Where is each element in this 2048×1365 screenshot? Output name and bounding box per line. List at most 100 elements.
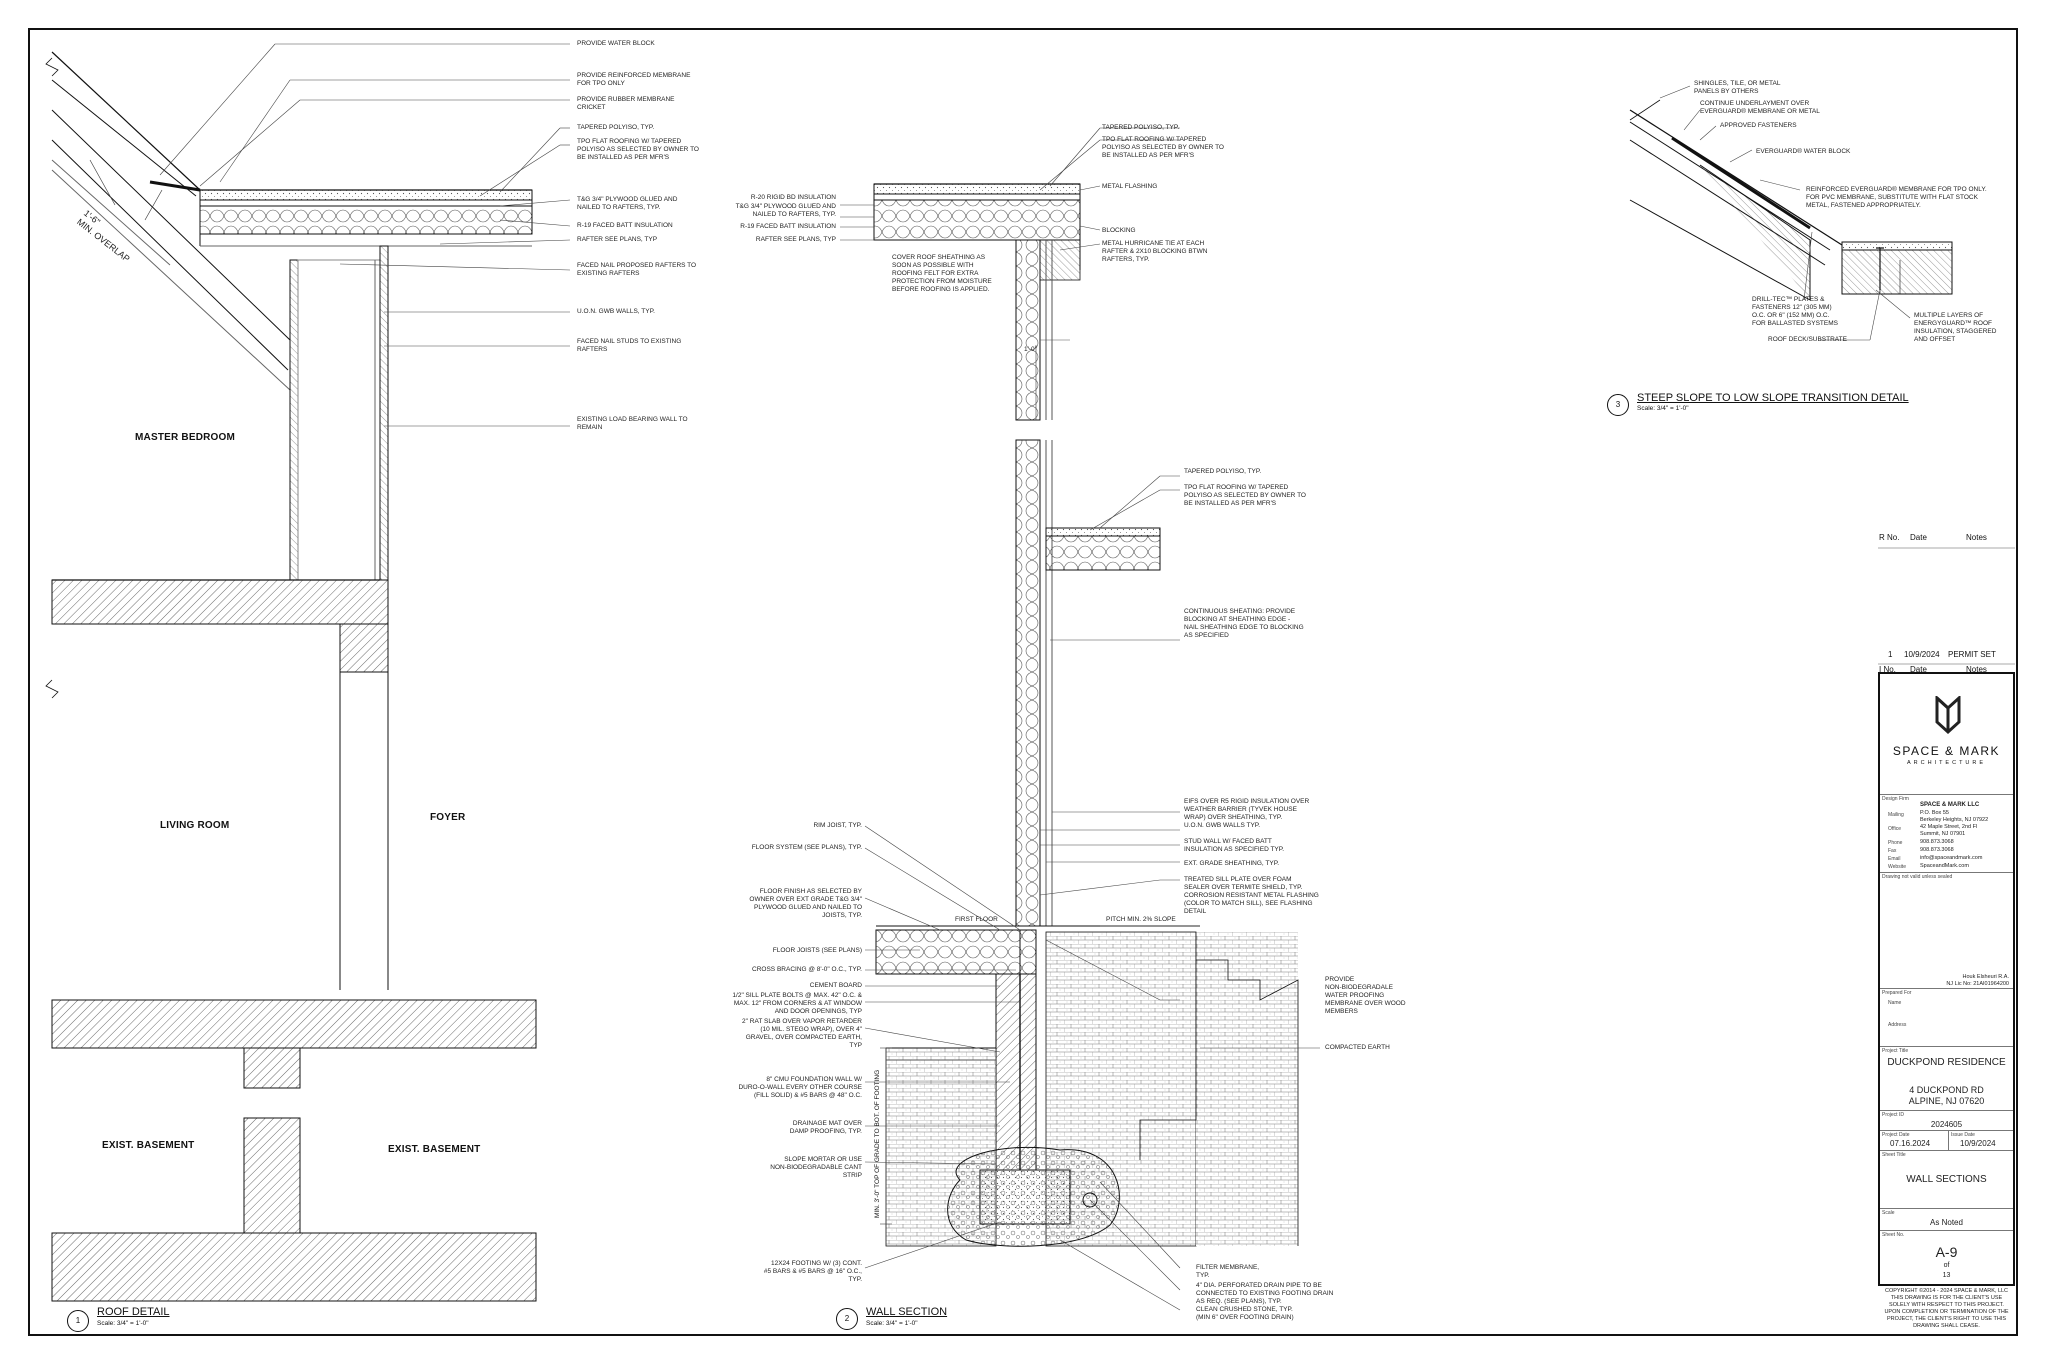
revision-header-date: Date	[1910, 533, 1927, 542]
roof-note: FACED NAIL PROPOSED RAFTERS TO EXISTING …	[577, 262, 697, 277]
steep-note: DRILL-TEC™ PLATES & FASTENERS 12" (305 m…	[1752, 296, 1838, 327]
drawing-valid-note: Drawing not valid unless sealed	[1882, 874, 1953, 880]
roof-note: RAFTER SEE PLANS, TYP	[577, 236, 658, 243]
firm-logo	[1935, 696, 1961, 735]
revision-entry-no: 1	[1888, 650, 1893, 659]
room-basement-right: EXIST. BASEMENT	[388, 1144, 481, 1155]
website[interactable]: SpaceandMark.com	[1920, 863, 1969, 869]
wall-note: TPO FLAT ROOFING W/ TAPERED POLYISO AS S…	[1102, 136, 1224, 159]
wall-note: 8" CMU FOUNDATION WALL W/ DURO-O-WALL EV…	[738, 1076, 862, 1099]
project-id-label: Project ID	[1882, 1112, 1904, 1118]
fax-number: 908.873.3068	[1920, 847, 1954, 853]
steep-note: MULTIPLE LAYERS OF ENERGYGUARD™ ROOF INS…	[1914, 312, 1997, 343]
wall-note: BLOCKING	[1102, 227, 1136, 234]
wall-note: FLOOR FINISH AS SELECTED BY OWNER OVER E…	[749, 888, 862, 919]
roof-note: FACED NAIL STUDS TO EXISTING RAFTERS	[577, 338, 682, 353]
firm-name: SPACE & MARK	[1892, 744, 2001, 758]
project-address: 4 DUCKPOND RD ALPINE, NJ 07620	[1908, 1085, 1985, 1106]
phone-label: Phone	[1888, 840, 1903, 846]
wall-note: 1/2" SILL PLATE BOLTS @ MAX. 42" O.C. & …	[732, 992, 862, 1015]
room-foyer: FOYER	[430, 812, 466, 823]
revision-lines	[1878, 547, 2015, 665]
email-address[interactable]: info@spaceandmark.com	[1920, 855, 1983, 861]
pitch-label: PITCH MIN. 2% SLOPE	[1106, 916, 1176, 923]
first-floor-label: FIRST FLOOR	[955, 916, 998, 923]
wall-section-drawing	[840, 127, 1320, 1311]
wall-note: RAFTER SEE PLANS, TYP	[755, 236, 836, 243]
wall-note: 4" DIA. PERFORATED DRAIN PIPE TO BE CONN…	[1196, 1282, 1334, 1305]
firm-legal-name: SPACE & MARK LLC	[1920, 802, 1980, 808]
address-label: Address	[1888, 1022, 1907, 1028]
wall-note: RIM JOIST, TYP.	[813, 822, 862, 829]
detail-title-roof: ROOF DETAIL	[97, 1306, 170, 1318]
revision-entry-notes: PERMIT SET	[1948, 650, 1996, 659]
sheet-title: WALL SECTIONS	[1906, 1174, 1987, 1185]
roof-detail-drawing	[45, 43, 571, 1302]
website-label: Website	[1888, 864, 1906, 870]
wall-note: METAL HURRICANE TIE AT EACH RAFTER & 2X1…	[1102, 240, 1208, 263]
scale-label: Scale	[1882, 1210, 1895, 1216]
steep-note: EVERGUARD® WATER BLOCK	[1756, 148, 1851, 155]
wall-note: METAL FLASHING	[1102, 183, 1158, 190]
scale-value: As Noted	[1930, 1218, 1963, 1227]
wall-note: 12X24 FOOTING W/ (3) CONT. #5 BARS & #5 …	[763, 1260, 862, 1283]
steep-note: CONTINUE UNDERLAYMENT OVER EVERGUARD® ME…	[1700, 100, 1820, 115]
project-date: 07.16.2024	[1890, 1139, 1931, 1148]
revision-header-notes: Notes	[1966, 533, 1987, 542]
office-address: 42 Maple Street, 2nd Fl Summit, NJ 07901	[1920, 824, 1978, 837]
dimension-1ft: 1'-0"	[1024, 346, 1037, 353]
mailing-address: P.O. Box 55 Berkeley Heights, NJ 07922	[1920, 810, 1989, 823]
fax-label: Fax	[1888, 848, 1897, 854]
detail-scale: Scale: 3/4" = 1'-0"	[1637, 405, 1689, 412]
office-label: Office	[1888, 826, 1901, 832]
copyright-notice: COPYRIGHT ©2014 - 2024 SPACE & MARK, LLC…	[1884, 1288, 2009, 1329]
email-label: Email	[1888, 856, 1901, 862]
wall-note: COMPACTED EARTH	[1325, 1044, 1390, 1051]
detail-number-1: 1	[67, 1310, 89, 1332]
wall-note: U.O.N. GWB WALLS TYP.	[1184, 822, 1261, 829]
roof-note: T&G 3/4" PLYWOOD GLUED AND NAILED TO RAF…	[577, 196, 678, 211]
wall-note: EXT. GRADE SHEATHING, TYP.	[1184, 860, 1279, 867]
detail-title-steep-slope: STEEP SLOPE TO LOW SLOPE TRANSITION DETA…	[1637, 392, 1909, 404]
wall-note: STUD WALL W/ FACED BATT INSULATION AS SP…	[1184, 838, 1285, 853]
project-title: DUCKPOND RESIDENCE	[1887, 1057, 2006, 1068]
steep-note: ROOF DECK/SUBSTRATE	[1768, 336, 1847, 343]
frost-depth-dimension: MIN. 3'-0" TOP OF GRADE TO BOT. OF FOOTI…	[874, 1069, 881, 1218]
wall-note: CONTINUOUS SHEATING: PROVIDE BLOCKING AT…	[1184, 608, 1304, 639]
wall-note: TAPERED POLYISO, TYP.	[1184, 468, 1262, 475]
sheet-of: of	[1943, 1262, 1950, 1269]
issue-header-date: Date	[1910, 665, 1927, 674]
wall-note: FILTER MEMBRANE, TYP.	[1196, 1264, 1260, 1279]
wall-note: SLOPE MORTAR OR USE NON-BIODEGRADABLE CA…	[770, 1156, 862, 1179]
steep-note: REINFORCED EVERGUARD® MEMBRANE FOR TPO O…	[1806, 186, 1987, 209]
wall-note: CLEAN CRUSHED STONE, TYP. (MIN 6" OVER F…	[1196, 1306, 1294, 1321]
sheet-border	[28, 28, 2018, 1336]
wall-note: T&G 3/4" PLYWOOD GLUED AND NAILED TO RAF…	[735, 203, 836, 218]
architect-seal-info: Houk Elsheuri R.A. NJ Lic No: 21AI019642…	[1946, 974, 2009, 987]
revision-entry-date: 10/9/2024	[1904, 650, 1940, 659]
project-title-label: Project Title	[1882, 1048, 1909, 1054]
wall-note: FLOOR SYSTEM (SEE PLANS), TYP.	[751, 844, 862, 851]
sheet-number-label: Sheet No.	[1882, 1232, 1905, 1238]
project-id: 2024605	[1930, 1120, 1963, 1129]
roof-note: U.O.N. GWB WALLS, TYP.	[577, 308, 655, 315]
steep-note: SHINGLES, TILE, OR METAL PANELS BY OTHER…	[1694, 80, 1781, 95]
roof-note: PROVIDE REINFORCED MEMBRANE FOR TPO ONLY	[577, 72, 691, 87]
firm-subtitle: ARCHITECTURE	[1906, 760, 1987, 766]
wall-note: PROVIDE NON-BIODEGRADALE WATER PROOFING …	[1325, 976, 1406, 1015]
room-master-bedroom: MASTER BEDROOM	[135, 432, 236, 443]
detail-number-2: 2	[836, 1308, 858, 1330]
detail-scale: Scale: 3/4" = 1'-0"	[97, 1320, 149, 1327]
cover-note: COVER ROOF SHEATHING AS SOON AS POSSIBLE…	[892, 254, 992, 293]
wall-note: CEMENT BOARD	[809, 982, 862, 989]
wall-note: DRAINAGE MAT OVER DAMP PROOFING, TYP.	[789, 1120, 862, 1135]
wall-note: CROSS BRACING @ 8'-0" O.C., TYP.	[752, 966, 862, 973]
sheet-title-label: Sheet Title	[1882, 1152, 1906, 1158]
wall-note: R-19 FACED BATT INSULATION	[740, 223, 836, 230]
prepared-for-label: Prepared For	[1882, 990, 1912, 996]
detail-scale: Scale: 3/4" = 1'-0"	[866, 1320, 918, 1327]
sheet-total: 13	[1942, 1272, 1951, 1279]
roof-note: PROVIDE WATER BLOCK	[577, 40, 655, 47]
issue-date-label: Issue Date	[1951, 1132, 1975, 1138]
